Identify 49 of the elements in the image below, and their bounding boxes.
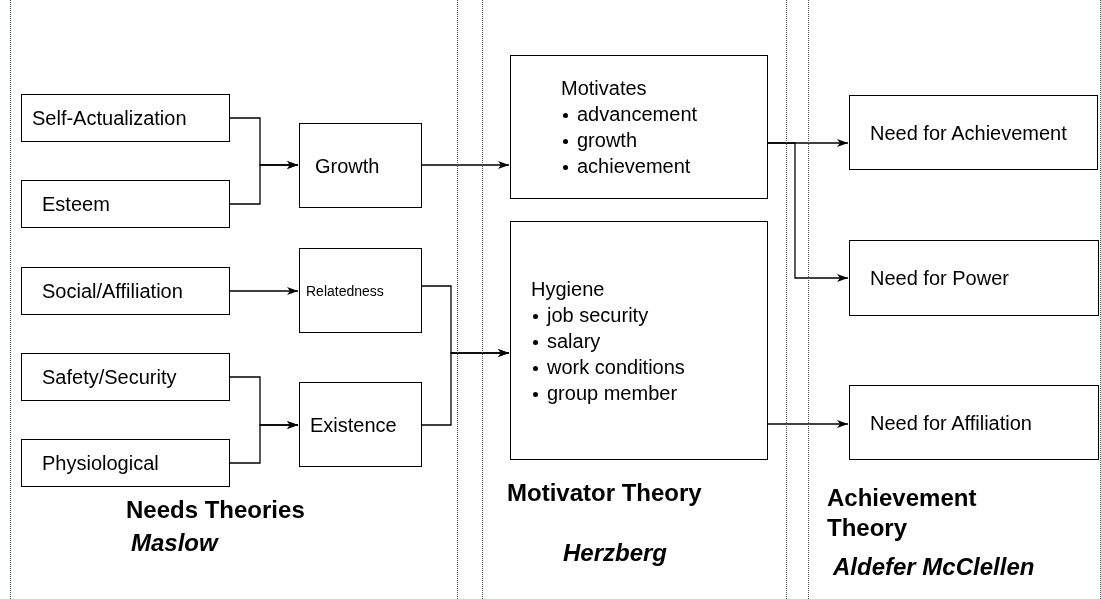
box-label: Relatedness (306, 281, 384, 301)
bullet-item: job security (531, 301, 649, 328)
arrow (420, 161, 510, 169)
need-box (849, 385, 1099, 460)
arrow (766, 142, 849, 282)
box-label: Existence (310, 412, 397, 438)
column-heading: Motivator Theory (507, 478, 702, 508)
need-box (21, 353, 230, 401)
arrow (228, 421, 299, 464)
arrow (420, 349, 510, 426)
arrow (228, 287, 299, 295)
box-label: Social/Affiliation (42, 279, 183, 304)
theorist-name: Herzberg (563, 538, 668, 568)
bullet-item: achievement (561, 153, 691, 179)
theorist-name: Aldefer McClellen (833, 552, 1035, 582)
need-box (21, 439, 230, 487)
box-heading: Motivates (561, 76, 647, 101)
factor-box (510, 55, 768, 199)
need-box (21, 180, 230, 228)
bullet-item: group member (531, 379, 678, 406)
box-label: Need for Achievement (870, 120, 1067, 146)
box-label: Growth (315, 153, 380, 179)
need-box (299, 382, 422, 467)
need-box (21, 267, 230, 315)
arrow (766, 420, 849, 428)
column-panel (808, 0, 1101, 599)
box-heading: Hygiene (531, 276, 605, 302)
arrow (228, 161, 299, 205)
theorist-name: Maslow (131, 528, 218, 558)
box-label: Esteem (42, 192, 110, 217)
column-heading: Achievement Theory (827, 483, 978, 543)
box-label: Self-Actualization (32, 106, 187, 131)
column-heading: Needs Theories (126, 495, 305, 525)
bullet-item: advancement (561, 101, 698, 127)
need-box (299, 248, 422, 333)
need-box (849, 240, 1099, 316)
box-label: Need for Power (870, 266, 1009, 291)
bullet-item: growth (561, 127, 638, 153)
need-box (849, 95, 1098, 170)
factor-box (510, 221, 768, 460)
bullet-item: work conditions (531, 353, 685, 380)
need-box (21, 94, 230, 142)
column-panel (482, 0, 787, 599)
column-panel (10, 0, 458, 599)
need-box (299, 123, 422, 208)
box-label: Safety/Security (42, 365, 177, 390)
box-label: Physiological (42, 451, 159, 476)
box-label: Need for Affiliation (870, 410, 1032, 436)
bullet-item: salary (531, 327, 601, 354)
